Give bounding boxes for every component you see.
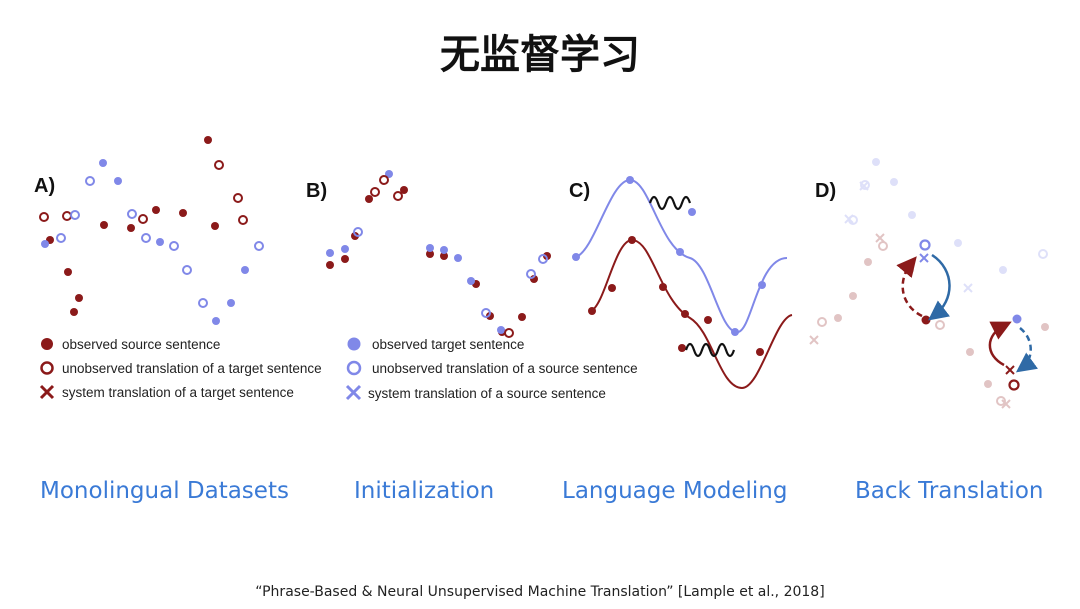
legend-system-target: system translation of a target sentence: [62, 385, 294, 400]
slide-title: 无监督学习: [440, 32, 640, 78]
panel-d-label: D): [815, 180, 836, 202]
legend-system-source: system translation of a source sentence: [368, 386, 606, 401]
legend-source: observed source sentence unobserved tran…: [39, 337, 322, 400]
caption-initialization: Initialization: [354, 478, 495, 504]
panel-c-label: C): [569, 180, 590, 202]
caption-back-translation: Back Translation: [855, 478, 1044, 504]
legend-hollow-red-marker: [40, 361, 54, 375]
panel-b-scatter: [326, 170, 551, 338]
panel-b-label: B): [306, 180, 327, 202]
caption-language-modeling: Language Modeling: [562, 478, 788, 504]
legend-hollow-blue-marker: [346, 360, 362, 376]
panel-a-label: A): [34, 175, 55, 197]
legend-target: observed target sentence unobserved tran…: [345, 337, 638, 401]
citation: “Phrase-Based & Neural Unsupervised Mach…: [255, 584, 825, 600]
legend-red-x-marker: [39, 384, 55, 400]
legend-filled-blue-marker: [347, 337, 361, 351]
panel-a-scatter: [39, 136, 264, 325]
legend-filled-red-marker: [41, 338, 53, 350]
legend-unobserved-source: unobserved translation of a source sente…: [372, 361, 638, 376]
legend-blue-x-marker: [345, 384, 362, 401]
panel-c-curves: [572, 176, 793, 390]
legend-observed-target: observed target sentence: [372, 337, 524, 352]
caption-monolingual: Monolingual Datasets: [40, 478, 289, 504]
legend-unobserved-target: unobserved translation of a target sente…: [62, 361, 322, 376]
legend-observed-source: observed source sentence: [62, 337, 220, 352]
panel-d-back-translation: [809, 158, 1049, 409]
